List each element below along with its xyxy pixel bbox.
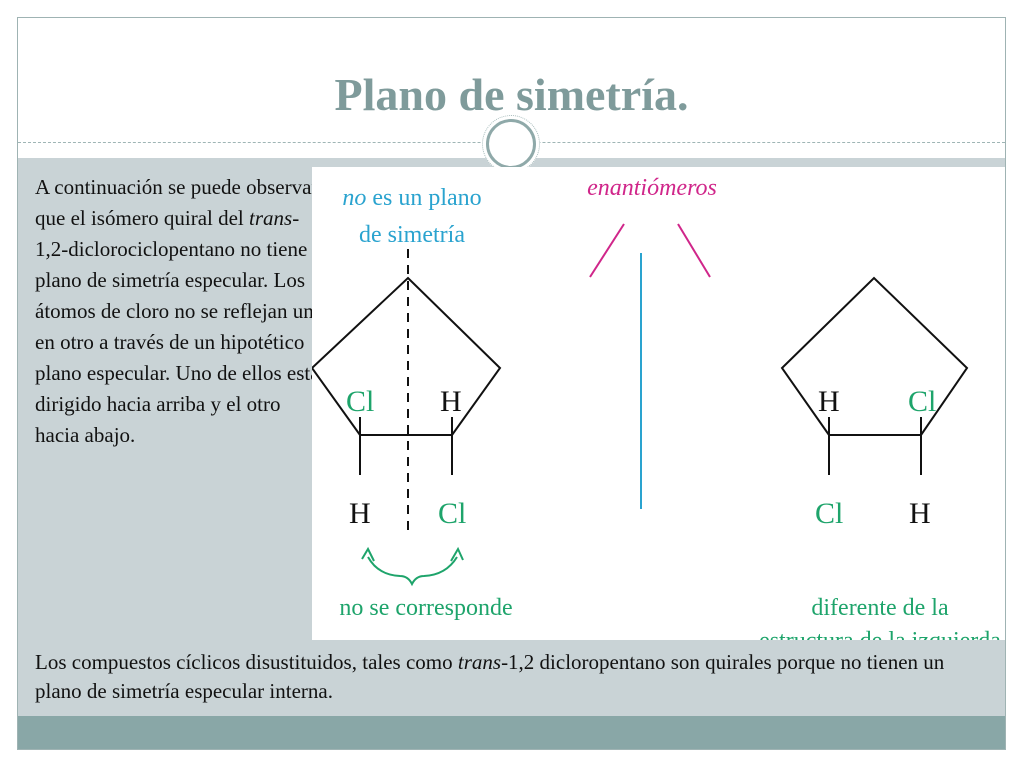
arrow-head-right — [450, 546, 464, 562]
caption-no-correspondence: no se corresponde — [339, 595, 512, 621]
arrow-head-left — [361, 546, 375, 562]
figure-svg: no es un plano de simetría enantiómeros … — [312, 175, 1001, 640]
enantiomers-label: enantiómeros — [587, 175, 717, 201]
left-bottom-right-atom: Cl — [438, 497, 466, 530]
right-bottom-right-atom: H — [909, 497, 931, 530]
conclusion-paragraph: Los compuestos cíclicos disustituidos, t… — [35, 648, 985, 706]
plane-label-line2: de simetría — [359, 222, 465, 248]
paragraph1-part1: A continuación se puede observar que el … — [35, 175, 319, 230]
enantiomer-line-left — [589, 223, 625, 278]
paragraph2-part1: Los compuestos cíclicos disustituidos, t… — [35, 650, 458, 674]
left-top-left-atom: Cl — [346, 385, 374, 418]
left-pentagon — [312, 276, 502, 436]
paragraph2-part2: -1,2 dicloropentano son quirales porque … — [35, 650, 945, 703]
paragraph1-part2: -1,2-diclorociclopentano no tiene plano … — [35, 206, 325, 447]
paragraph1-italic: trans — [249, 206, 293, 230]
right-top-right-atom: Cl — [908, 385, 936, 418]
paragraph2-italic: trans — [457, 650, 502, 674]
plane-label-line1: no es un plano — [342, 185, 481, 211]
right-top-left-atom: H — [818, 385, 840, 418]
enantiomer-line-right — [677, 223, 711, 278]
slide-frame: Plano de simetría. A continuación se pue… — [17, 17, 1006, 750]
title-ornament-circle — [486, 119, 536, 169]
slide-title: Plano de simetría. — [334, 69, 689, 120]
symmetry-figure: no es un plano de simetría enantiómeros … — [312, 167, 1005, 640]
bottom-bar — [18, 716, 1005, 749]
caption-different-line2: estructura de la izquierda — [759, 628, 1001, 640]
right-pentagon — [780, 276, 969, 436]
caption-different-line1: diferente de la — [811, 595, 949, 621]
right-bottom-left-atom: Cl — [815, 497, 843, 530]
correspondence-curve — [367, 556, 458, 587]
left-bottom-left-atom: H — [349, 497, 371, 530]
left-top-right-atom: H — [440, 385, 462, 418]
description-paragraph: A continuación se puede observar que el … — [35, 172, 325, 451]
